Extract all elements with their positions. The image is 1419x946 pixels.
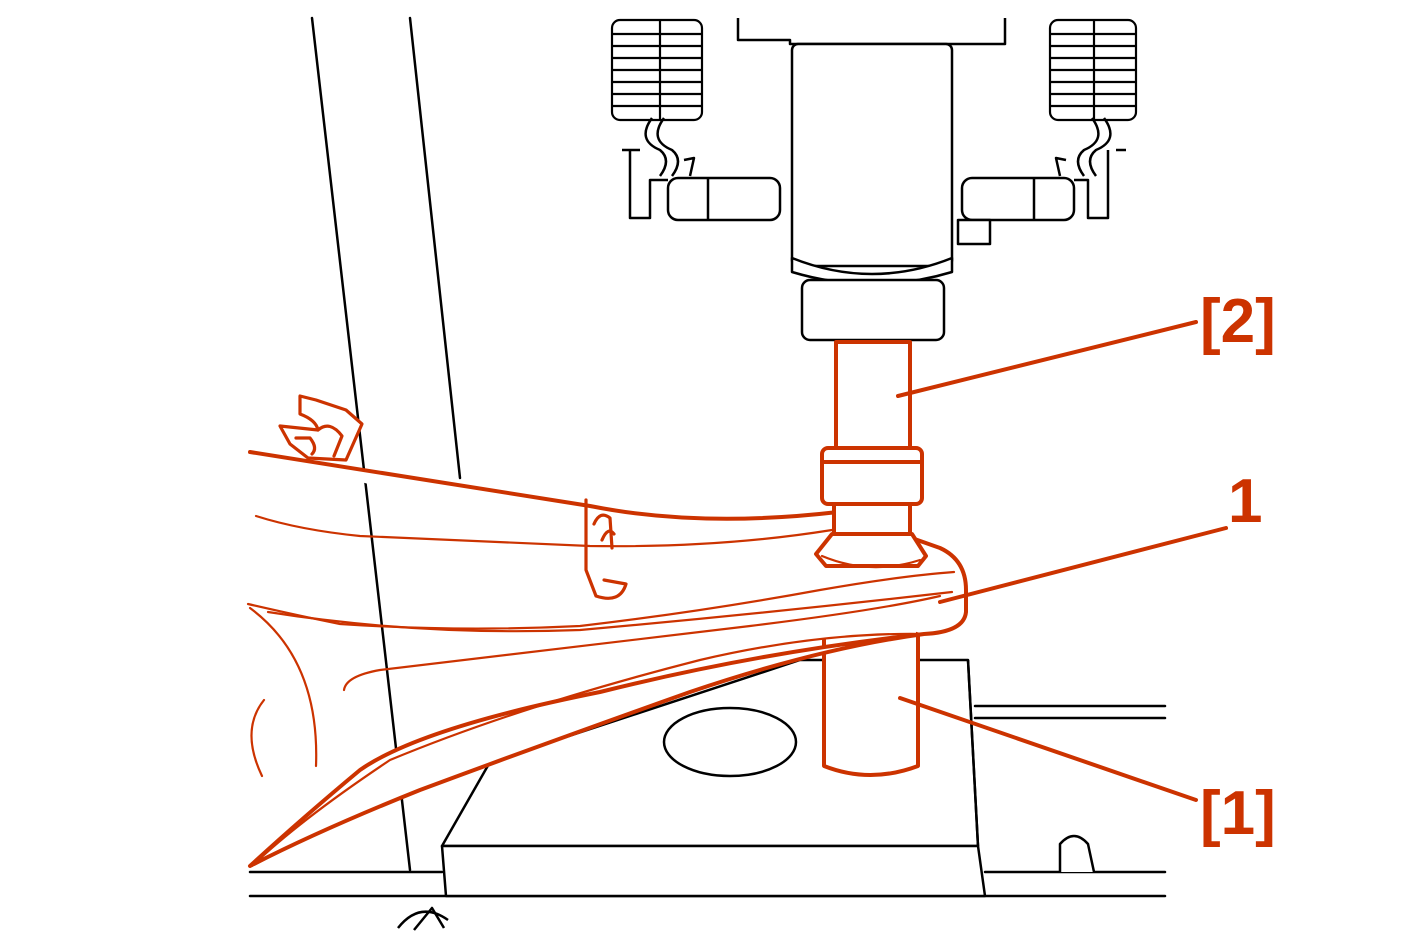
leader-line-part-1 bbox=[938, 526, 1228, 604]
arm-clip bbox=[584, 498, 628, 600]
leader-line-tool-1 bbox=[898, 696, 1198, 802]
base-plate-hole bbox=[662, 706, 798, 778]
control-arm bbox=[248, 450, 968, 868]
control-arm-contours bbox=[246, 514, 956, 868]
arm-bushing bbox=[814, 532, 928, 568]
press-ram-head bbox=[622, 18, 1126, 342]
lower-tool-cylinder bbox=[822, 626, 920, 777]
press-base-plate bbox=[397, 658, 1096, 931]
callout-tool-2: [2] bbox=[1200, 287, 1276, 356]
leader-line-tool-2 bbox=[896, 320, 1198, 398]
arm-bracket bbox=[278, 394, 364, 462]
column-line-left bbox=[310, 16, 412, 872]
right-spring bbox=[1048, 18, 1138, 122]
left-spring bbox=[610, 18, 704, 122]
callout-part-1: 1 bbox=[1228, 467, 1262, 536]
column-line-right bbox=[408, 16, 462, 480]
callout-tool-1: [1] bbox=[1200, 779, 1276, 848]
leader-lines bbox=[896, 320, 1228, 802]
upper-tool-collar bbox=[820, 446, 924, 506]
